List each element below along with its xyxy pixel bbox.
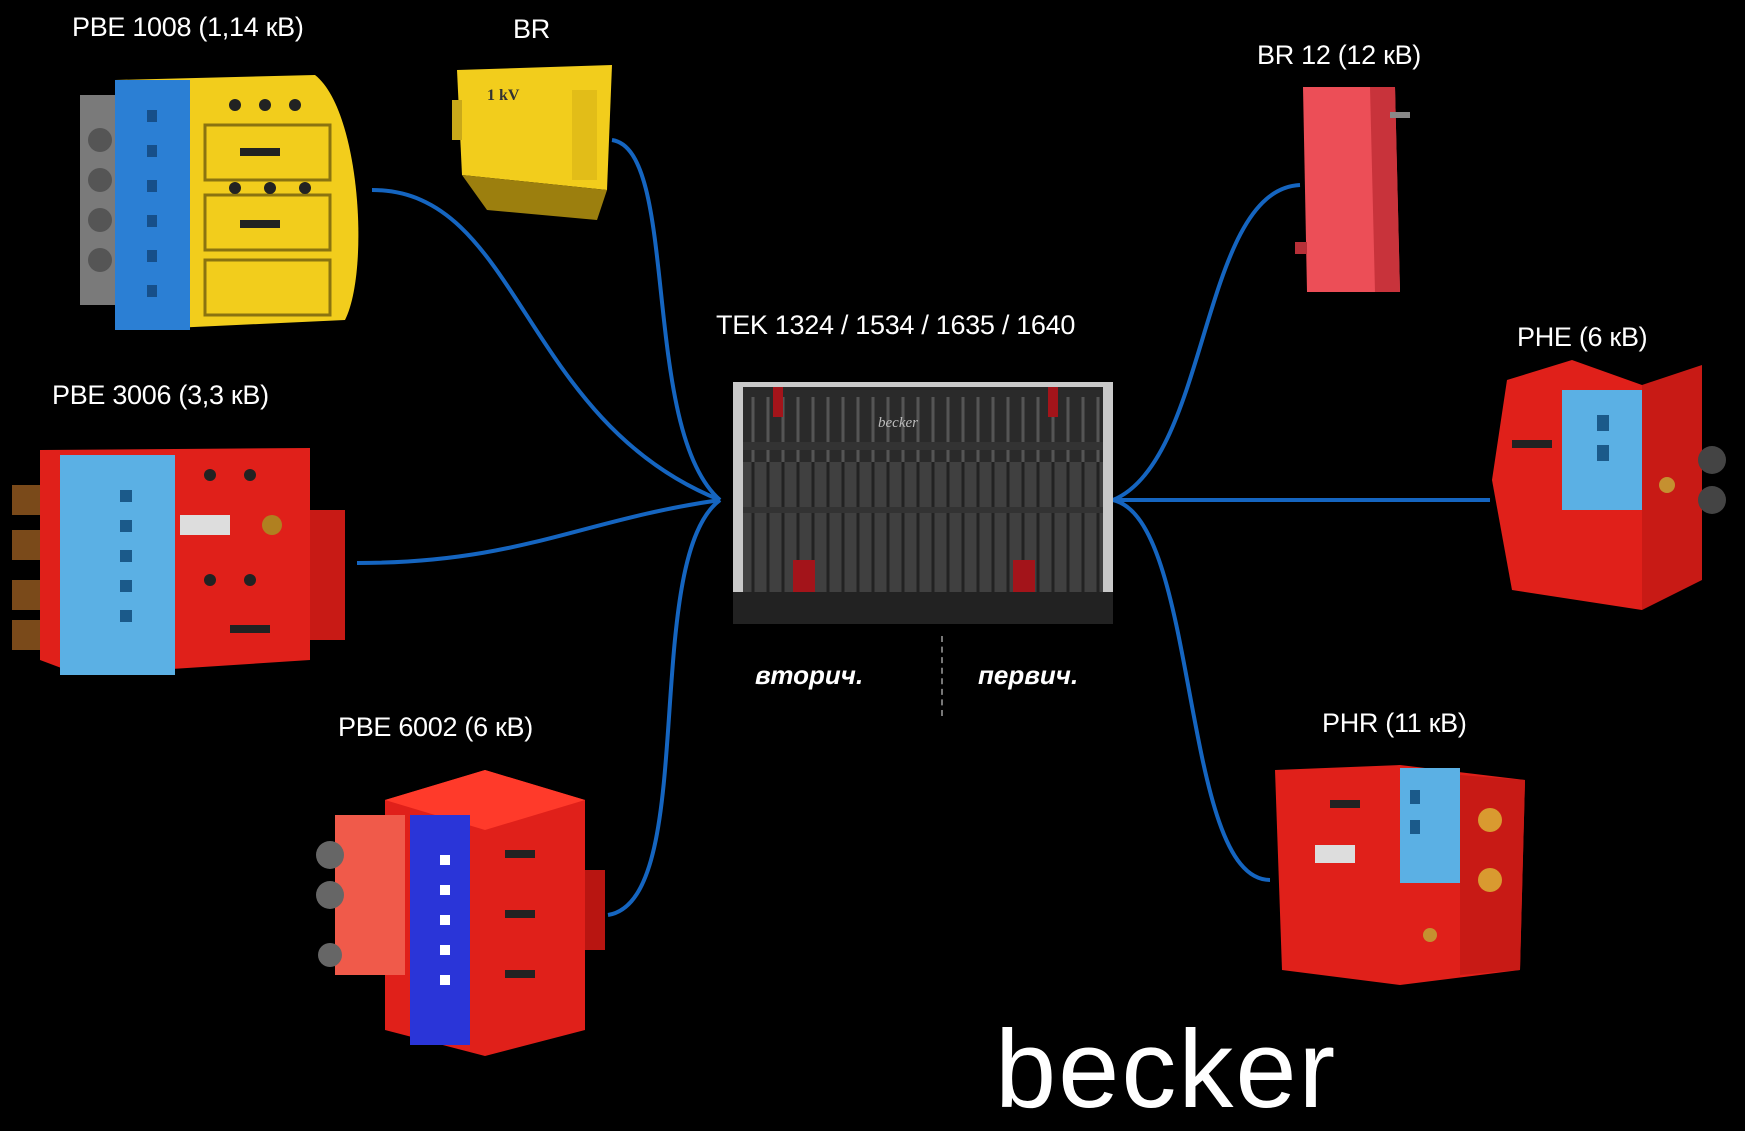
label-phr: PHR (11 кВ)	[1322, 708, 1467, 738]
transformer-image: becker	[733, 382, 1113, 624]
brand-logo: becker	[995, 1008, 1338, 1131]
br12-unit-image	[1295, 87, 1410, 292]
label-br: BR	[513, 14, 550, 44]
label-primary: первич.	[978, 660, 1079, 690]
phe-unit-image	[1492, 360, 1726, 610]
connection-wires	[356, 138, 1490, 917]
wire-pbe6002	[607, 498, 722, 917]
br-unit-image: 1 kV	[452, 65, 612, 220]
label-phe: PHE (6 кВ)	[1517, 322, 1648, 352]
wire-br12	[1112, 183, 1301, 502]
br-badge-text: 1 kV	[487, 87, 520, 104]
wire-pbe3006	[356, 498, 721, 565]
transformer-badge: becker	[878, 415, 918, 431]
label-secondary: вторич.	[755, 660, 864, 690]
wire-br	[611, 138, 722, 502]
phr-unit-image	[1275, 765, 1525, 985]
divider-dashed	[941, 636, 943, 716]
label-center-transformer: TEK 1324 / 1534 / 1635 / 1640	[716, 310, 1076, 340]
pbe3006-unit-image	[12, 448, 345, 675]
wire-phr	[1112, 498, 1271, 882]
label-pbe3006: PBE 3006 (3,3 кВ)	[52, 380, 269, 410]
label-pbe6002: PBE 6002 (6 кВ)	[338, 712, 533, 742]
pbe1008-unit-image	[80, 75, 359, 330]
label-br12: BR 12 (12 кВ)	[1257, 40, 1421, 70]
label-pbe1008: PBE 1008 (1,14 кВ)	[72, 12, 304, 42]
wire-pbe1008	[371, 188, 721, 502]
pbe6002-unit-image	[316, 770, 605, 1056]
